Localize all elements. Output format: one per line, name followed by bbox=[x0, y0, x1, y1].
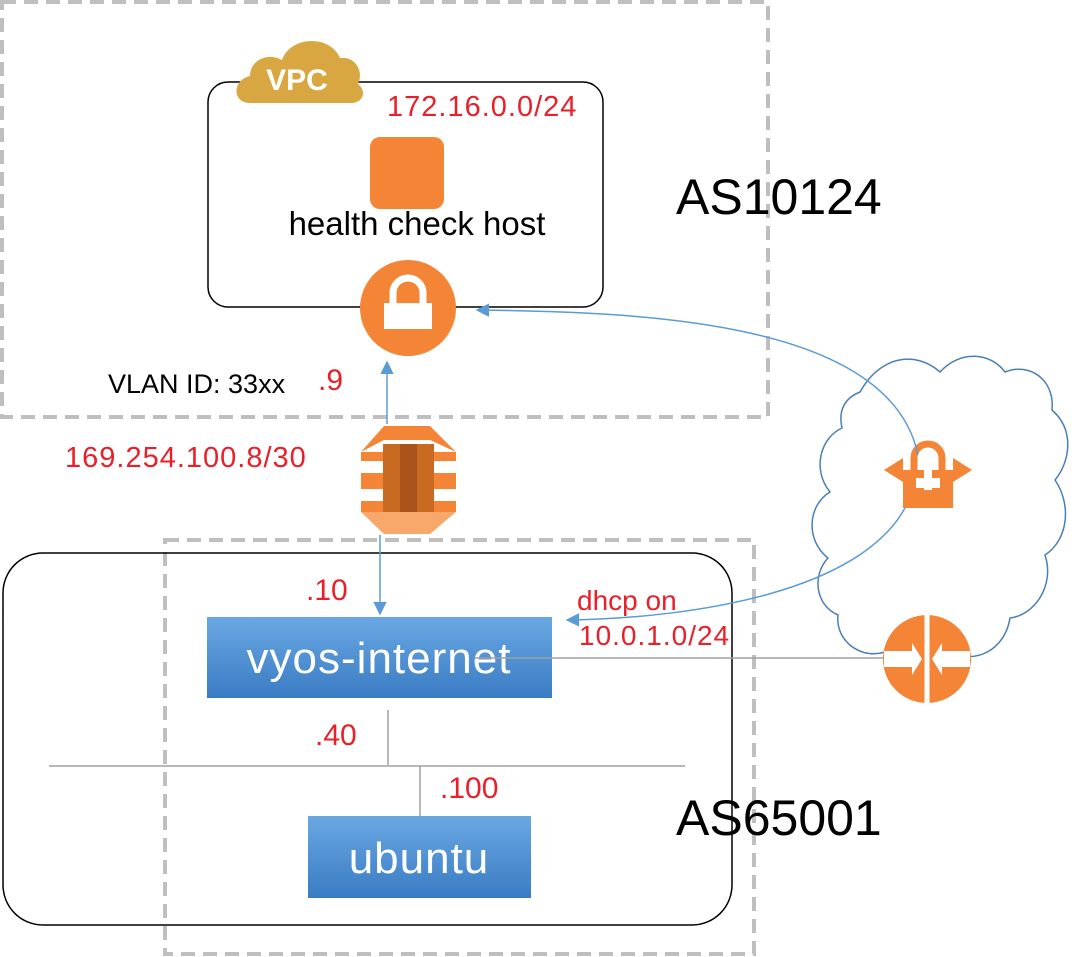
vyos-lan-ip-label: .40 bbox=[315, 719, 357, 752]
ubuntu-box bbox=[308, 816, 531, 898]
link-cidr-label: 169.254.100.8/30 bbox=[65, 442, 307, 474]
internet-router-icon bbox=[883, 615, 971, 703]
aws-region-boundary bbox=[0, 0, 770, 419]
dhcp-label-line2: 10.0.1.0/24 bbox=[579, 620, 730, 651]
onprem-site-box bbox=[2, 552, 733, 926]
vpn-tunnel-to-vyos bbox=[565, 507, 906, 627]
vpn-gateway-lock-icon bbox=[360, 260, 456, 356]
ubuntu-label: ubuntu bbox=[349, 834, 490, 883]
dhcp-label-line1: dhcp on bbox=[577, 585, 677, 616]
internet-cloud bbox=[811, 355, 1069, 668]
vpn-tunnel-to-vgw bbox=[475, 303, 919, 456]
vpc-cloud-icon: VPC bbox=[236, 40, 364, 104]
health-check-host-label: health check host bbox=[289, 205, 546, 242]
vpc-cidr-label: 172.16.0.0/24 bbox=[387, 91, 577, 123]
customer-gateway-icon bbox=[884, 440, 972, 508]
vlan-id-label: VLAN ID: 33xx bbox=[108, 369, 286, 399]
vyos-link-ip-label: .10 bbox=[306, 574, 348, 607]
direct-connect-icon bbox=[361, 426, 456, 534]
ec2-instance-icon bbox=[370, 137, 444, 209]
onprem-as-label: AS65001 bbox=[676, 790, 882, 846]
aws-link-ip-label: .9 bbox=[318, 364, 343, 397]
onprem-as-boundary bbox=[163, 538, 756, 956]
vpc-badge-text: VPC bbox=[266, 64, 328, 97]
ubuntu-ip-label: .100 bbox=[440, 772, 498, 805]
aws-as-label: AS10124 bbox=[676, 169, 882, 225]
vyos-internet-label: vyos-internet bbox=[247, 634, 512, 683]
